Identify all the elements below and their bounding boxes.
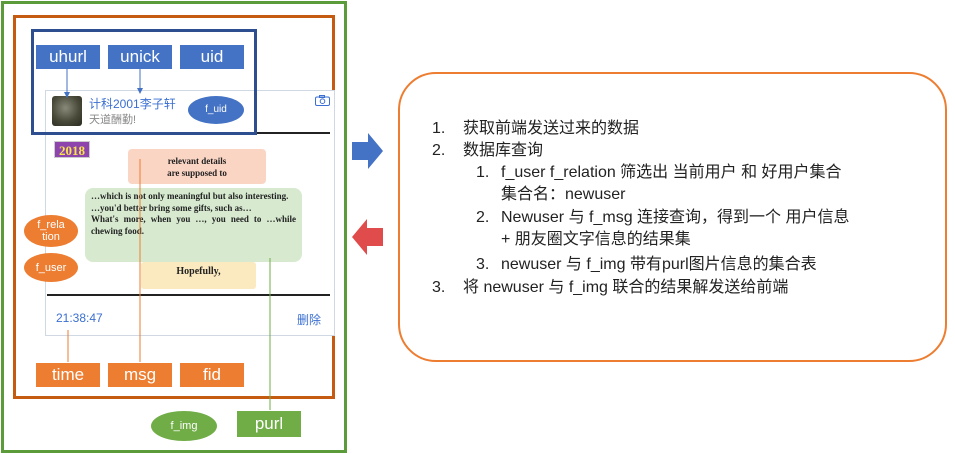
substep-2-3: newuser 与 f_img 带有purl图片信息的集合表: [501, 256, 817, 273]
post-signature: 天道酬勤!: [89, 114, 137, 126]
arrow-left-icon: [352, 219, 383, 255]
tag-fid: fid: [180, 363, 244, 387]
avatar: [52, 96, 82, 126]
tag-purl: purl: [237, 411, 301, 437]
step-number: 3.: [432, 279, 446, 296]
user-info-frame: [31, 29, 257, 135]
tag-time: time: [36, 363, 100, 387]
image-text: Hopefully,: [176, 266, 221, 277]
substep-number: 1.: [476, 164, 490, 181]
step-1: 获取前端发送过来的数据: [463, 120, 640, 137]
frontend-frame: [1, 1, 347, 453]
step-number: 2.: [432, 142, 446, 159]
substep-2-2-cont: + 朋友圈文字信息的结果集: [501, 231, 691, 248]
substep-2-2: Newuser 与 f_msg 连接查询，得到一个 用户信息: [501, 209, 850, 226]
tag-f-img: f_img: [151, 411, 217, 441]
note-bubble: relevant details are supposed to: [128, 149, 266, 184]
tag-f-uid: f_uid: [188, 96, 244, 124]
tag-unick: unick: [108, 45, 172, 69]
substep-number: 2.: [476, 209, 490, 226]
step-number: 1.: [432, 120, 446, 137]
step-3: 将 newuser 与 f_img 联合的结果解发送给前端: [463, 279, 789, 296]
tag-msg: msg: [108, 363, 172, 387]
year-badge: 2018: [54, 141, 90, 158]
message-line: What's more, when you …, you need to …wh…: [91, 214, 296, 236]
tag-f-user: f_user: [24, 253, 78, 282]
tag-f-relation: f_rela tion: [24, 215, 78, 247]
divider: [47, 294, 330, 296]
note-line: relevant details: [167, 155, 227, 166]
tag-uid: uid: [180, 45, 244, 69]
image-bubble: Hopefully,: [141, 262, 256, 289]
note-line: are supposed to: [167, 167, 227, 178]
substep-number: 3.: [476, 256, 490, 273]
arrow-right-icon: [352, 133, 383, 169]
tag-uhurl: uhurl: [36, 45, 100, 69]
message-line: …which is not only meaningful but also i…: [91, 191, 289, 201]
camera-icon[interactable]: [315, 93, 330, 106]
post-time: 21:38:47: [56, 311, 103, 325]
substep-2-1: f_user f_relation 筛选出 当前用户 和 好用户集合: [501, 164, 842, 181]
message-line: …you'd better bring some gifts, such as…: [91, 202, 252, 213]
substep-2-1-cont: 集合名：newuser: [501, 186, 626, 203]
post-username[interactable]: 计科2001李子轩: [89, 97, 176, 111]
process-steps-box: [398, 72, 947, 362]
step-2: 数据库查询: [463, 142, 544, 159]
delete-link[interactable]: 删除: [297, 313, 322, 327]
message-bubble: …which is not only meaningful but also i…: [85, 188, 302, 262]
